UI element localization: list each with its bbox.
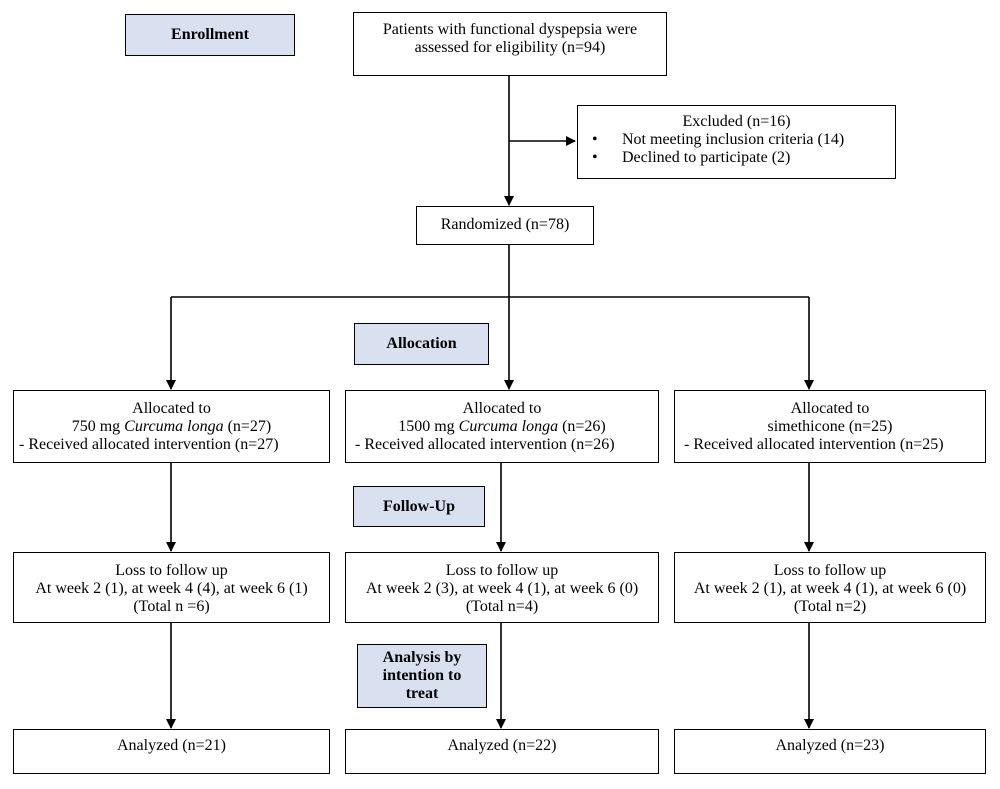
enrollment-label-text: Enrollment: [171, 26, 249, 43]
loss-line-2: At week 2 (3), at week 4 (1), at week 6 …: [365, 580, 639, 597]
assessed-line-1: Patients with functional dyspepsia were: [382, 21, 638, 38]
excluded-reason-text: Not meeting inclusion criteria (14): [622, 131, 845, 148]
follow-up-label-text: Follow-Up: [383, 497, 455, 515]
loss-line-1: Loss to follow up: [445, 562, 559, 579]
allocation-drug-name: simethicone: [767, 418, 849, 435]
loss-box-arm-1: Loss to follow up At week 2 (1), at week…: [13, 552, 330, 623]
allocation-box-arm-3: Allocated to simethicone (n=25) - Receiv…: [674, 390, 986, 463]
excluded-box: Excluded (n=16) • Not meeting inclusion c…: [577, 105, 896, 179]
excluded-reason-item: • Declined to participate (2): [578, 149, 895, 167]
allocation-count: (n=25): [848, 418, 893, 435]
allocation-line-1: Allocated to: [132, 400, 211, 417]
analysis-label-line-2: intention to: [382, 667, 462, 684]
assessed-box: Patients with functional dyspepsia were …: [353, 12, 667, 76]
allocation-line-1: Allocated to: [462, 400, 542, 417]
excluded-title: Excluded (n=16): [682, 113, 791, 130]
analysis-label-line-1: Analysis by: [382, 649, 462, 666]
analyzed-text: Analyzed (n=22): [447, 737, 557, 754]
analyzed-box-arm-3: Analyzed (n=23): [674, 729, 986, 774]
analysis-label: Analysis by intention to treat: [357, 644, 487, 708]
allocation-count: (n=27): [223, 418, 272, 435]
randomized-text: Randomized (n=78): [440, 216, 570, 233]
randomized-box: Randomized (n=78): [416, 206, 594, 245]
loss-line-3: (Total n =6): [133, 598, 210, 615]
assessed-line-2: assessed for eligibility (n=94): [414, 39, 606, 56]
analysis-label-line-3: treat: [405, 685, 439, 702]
allocation-drug-name: Curcuma longa: [124, 418, 224, 435]
loss-line-2: At week 2 (1), at week 4 (4), at week 6 …: [35, 580, 308, 597]
loss-line-2: At week 2 (1), at week 4 (1), at week 6 …: [693, 580, 967, 597]
analyzed-box-arm-2: Analyzed (n=22): [345, 729, 659, 774]
allocation-label: Allocation: [354, 323, 489, 365]
allocation-box-arm-1: Allocated to 750 mg Curcuma longa (n=27)…: [13, 390, 330, 463]
excluded-reason-text: Declined to participate (2): [622, 149, 791, 166]
allocation-line-3: - Received allocated intervention (n=27): [19, 436, 279, 453]
loss-line-3: (Total n=2): [793, 598, 867, 615]
loss-line-1: Loss to follow up: [115, 562, 228, 579]
allocation-line-3: - Received allocated intervention (n=26): [355, 436, 615, 453]
allocation-box-arm-2: Allocated to 1500 mg Curcuma longa (n=26…: [345, 390, 659, 463]
follow-up-label: Follow-Up: [353, 486, 485, 527]
bullet-dot-icon: •: [592, 149, 598, 166]
loss-box-arm-2: Loss to follow up At week 2 (3), at week…: [345, 552, 659, 623]
excluded-reason-item: • Not meeting inclusion criteria (14): [578, 131, 895, 149]
bullet-dot-icon: •: [592, 131, 598, 148]
allocation-count: (n=26): [558, 418, 606, 435]
excluded-reasons-list: • Not meeting inclusion criteria (14) • De…: [578, 131, 895, 167]
allocation-drug-name: Curcuma longa: [458, 418, 559, 435]
loss-line-3: (Total n=4): [465, 598, 539, 615]
loss-box-arm-3: Loss to follow up At week 2 (1), at week…: [674, 552, 986, 623]
allocation-dose: 750 mg: [71, 418, 125, 435]
allocation-dose: 1500 mg: [398, 418, 459, 435]
allocation-line-2: 750 mg Curcuma longa (n=27): [14, 418, 329, 436]
allocation-line-1: Allocated to: [790, 400, 870, 417]
loss-line-1: Loss to follow up: [773, 562, 887, 579]
allocation-line-2: simethicone (n=25): [675, 418, 985, 436]
allocation-line-2: 1500 mg Curcuma longa (n=26): [346, 418, 658, 436]
analyzed-text: Analyzed (n=21): [117, 737, 226, 754]
enrollment-label: Enrollment: [125, 14, 295, 56]
allocation-line-3: - Received allocated intervention (n=25): [684, 436, 944, 453]
allocation-label-text: Allocation: [386, 335, 457, 352]
analyzed-text: Analyzed (n=23): [775, 737, 885, 754]
analyzed-box-arm-1: Analyzed (n=21): [13, 729, 330, 774]
